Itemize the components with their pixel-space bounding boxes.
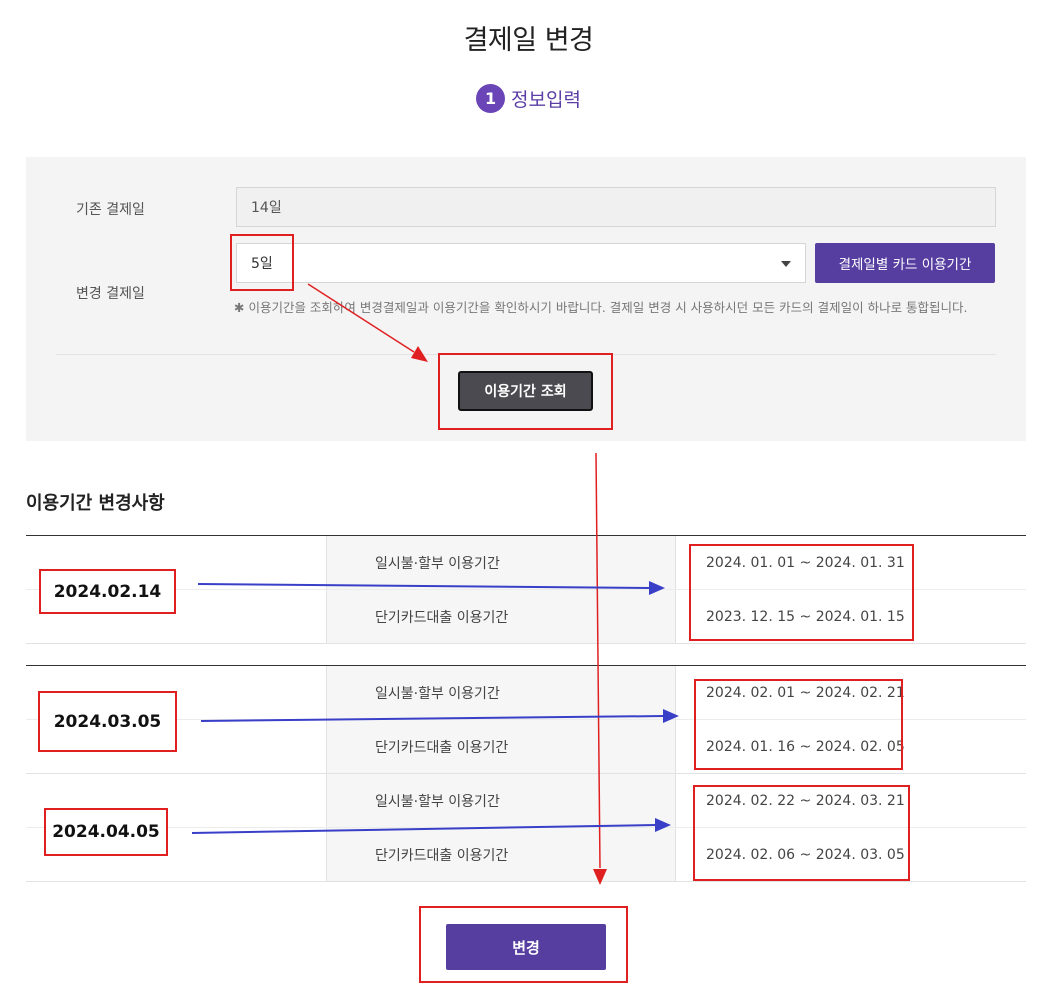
lookup-period-button[interactable]: 이용기간 조회: [458, 371, 593, 411]
period-type: 단기카드대출 이용기간: [326, 590, 676, 643]
notice-text: ✱ 이용기간을 조회하여 변경결제일과 이용기간을 확인하시기 바랍니다. 결제…: [234, 300, 968, 315]
period-type: 단기카드대출 이용기간: [326, 828, 676, 881]
section-title: 이용기간 변경사항: [26, 493, 165, 514]
table-row: 일시불·할부 이용기간 2024. 02. 22 ~ 2024. 03. 21: [26, 774, 1026, 828]
current-date-label: 기존 결제일: [76, 202, 145, 218]
change-date-select[interactable]: 5일: [236, 243, 806, 283]
period-range: 2024. 02. 06 ~ 2024. 03. 05: [706, 846, 905, 863]
change-button[interactable]: 변경: [446, 924, 606, 970]
date-annotation-1: 2024.02.14: [39, 569, 176, 614]
card-period-by-date-button[interactable]: 결제일별 카드 이용기간: [815, 243, 995, 283]
table-row: 일시불·할부 이용기간 2024. 01. 01 ~ 2024. 01. 31: [26, 536, 1026, 590]
change-date-label: 변경 결제일: [76, 286, 145, 302]
period-table-2: 일시불·할부 이용기간 2024. 02. 01 ~ 2024. 02. 21 …: [26, 665, 1026, 882]
date-annotation-2: 2024.03.05: [38, 691, 177, 752]
period-range: 2023. 12. 15 ~ 2024. 01. 15: [706, 608, 905, 625]
table-row: 단기카드대출 이용기간 2024. 02. 06 ~ 2024. 03. 05: [26, 828, 1026, 882]
divider: [56, 354, 996, 355]
table-row: 단기카드대출 이용기간 2024. 01. 16 ~ 2024. 02. 05: [26, 720, 1026, 774]
table-row: 단기카드대출 이용기간 2023. 12. 15 ~ 2024. 01. 15: [26, 590, 1026, 644]
period-type: 단기카드대출 이용기간: [326, 720, 676, 773]
period-table-1: 일시불·할부 이용기간 2024. 01. 01 ~ 2024. 01. 31 …: [26, 535, 1026, 644]
form-panel: 기존 결제일 14일 변경 결제일 5일 결제일별 카드 이용기간 ✱ 이용기간…: [26, 157, 1026, 441]
change-date-value: 5일: [251, 256, 273, 272]
date-annotation-3: 2024.04.05: [44, 808, 168, 856]
period-type: 일시불·할부 이용기간: [326, 774, 676, 827]
chevron-down-icon: [781, 261, 791, 267]
period-type: 일시불·할부 이용기간: [326, 666, 676, 719]
table-row: 일시불·할부 이용기간 2024. 02. 01 ~ 2024. 02. 21: [26, 666, 1026, 720]
period-type: 일시불·할부 이용기간: [326, 536, 676, 589]
period-range: 2024. 02. 01 ~ 2024. 02. 21: [706, 684, 905, 701]
current-date-field: 14일: [236, 187, 996, 227]
period-range: 2024. 01. 16 ~ 2024. 02. 05: [706, 738, 905, 755]
period-range: 2024. 01. 01 ~ 2024. 01. 31: [706, 554, 905, 571]
step-indicator: 1 정보입력: [0, 84, 1057, 113]
step-label: 정보입력: [511, 89, 581, 111]
period-range: 2024. 02. 22 ~ 2024. 03. 21: [706, 792, 905, 809]
page-title: 결제일 변경: [463, 25, 594, 56]
step-number-badge: 1: [476, 84, 506, 113]
